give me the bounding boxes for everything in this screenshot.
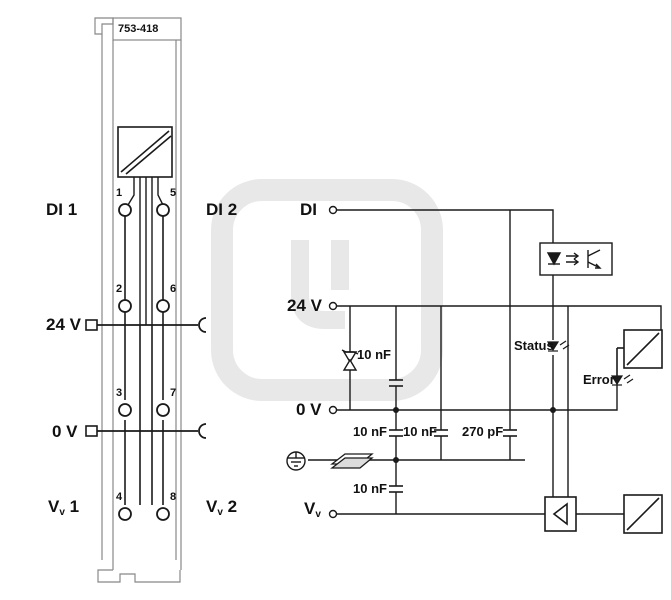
watermark-logo	[211, 179, 443, 401]
error-led-icon	[610, 374, 634, 386]
cap-label-a: 10 nF	[357, 347, 391, 362]
schematic-label-vv: Vv	[304, 499, 321, 520]
ground-icon	[286, 451, 306, 471]
pin-number-2: 2	[116, 283, 123, 295]
error-label: Error	[583, 372, 615, 387]
status-label: Status	[514, 338, 554, 353]
power-jack-squares	[85, 319, 98, 437]
amplifier-block	[544, 496, 577, 532]
module-power-rails	[97, 317, 207, 439]
module-housing	[94, 17, 182, 583]
schematic-wires	[308, 209, 662, 515]
pin-number-3: 3	[116, 387, 123, 399]
schematic-label-di: DI	[300, 200, 317, 219]
module-wire-bundle	[127, 177, 164, 325]
pin-number-5: 5	[170, 187, 177, 199]
label-vv2: Vv 2	[206, 497, 238, 518]
cap-label-b: 10 nF	[353, 424, 387, 439]
junction-dots	[393, 407, 556, 463]
status-led-icon	[546, 340, 570, 352]
label-di2: DI 2	[206, 200, 238, 219]
label-24v: 24 V	[46, 315, 81, 334]
cap-label-c: 10 nF	[403, 424, 437, 439]
capacitors	[389, 379, 517, 493]
watermark-mark	[291, 240, 349, 329]
module-model-label: 753-418	[118, 23, 159, 35]
optocoupler	[539, 242, 613, 276]
pin-number-8: 8	[170, 491, 177, 503]
cap-label-270pf: 270 pF	[462, 424, 504, 439]
converter-block-top	[616, 329, 663, 380]
converter-block-bottom	[623, 494, 663, 534]
cap-label-d: 10 nF	[353, 481, 387, 496]
din-rail-icon	[330, 453, 374, 469]
pin-circles	[118, 203, 170, 521]
label-di1: DI 1	[46, 200, 78, 219]
module-converter-block	[117, 126, 173, 178]
tvs-diode	[341, 349, 359, 371]
module-rails	[124, 216, 164, 505]
schematic-label-24v: 24 V	[287, 296, 322, 315]
label-vv1: Vv 1	[48, 497, 80, 518]
schematic-label-0v: 0 V	[296, 400, 322, 419]
pin-number-1: 1	[116, 187, 123, 199]
terminal-circles	[328, 205, 338, 519]
pin-number-7: 7	[170, 387, 177, 399]
pin-number-4: 4	[116, 491, 123, 503]
pin-number-6: 6	[170, 283, 177, 295]
label-0v: 0 V	[52, 422, 78, 441]
